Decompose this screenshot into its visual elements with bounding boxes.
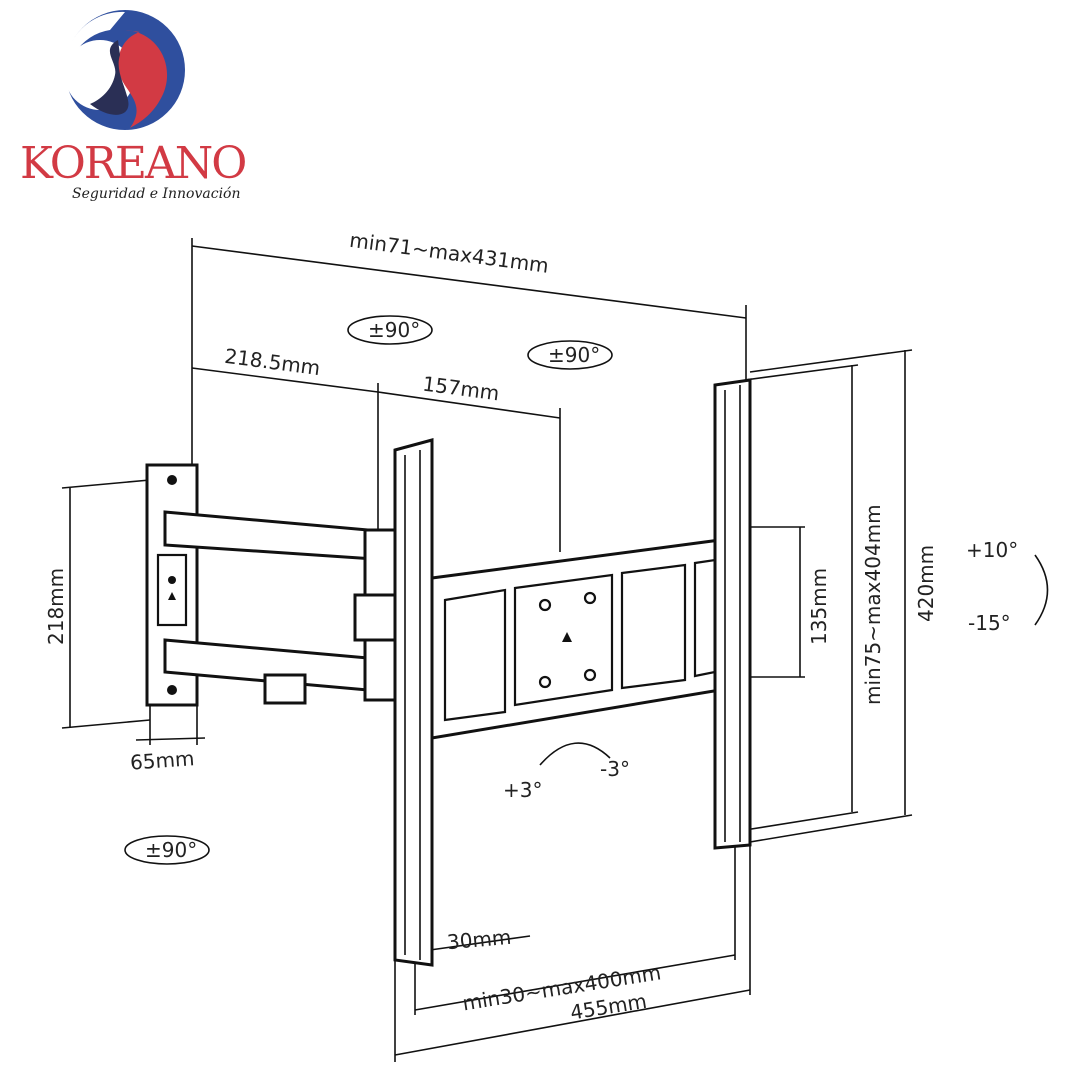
logo-swirl-red (118, 30, 168, 128)
label-profile: 30mm (446, 925, 512, 955)
label-rail-height: 420mm (914, 545, 938, 622)
label-wall-plate-width: 65mm (129, 746, 195, 774)
dimension-lines (61, 238, 913, 1062)
logo-wordmark: KOREANO (20, 138, 245, 189)
swivel-ellipse-3 (124, 835, 210, 865)
right-rail (713, 378, 752, 850)
articulating-arms (163, 510, 397, 705)
logo-tagline: Seguridad e Innovación (72, 186, 241, 202)
level-arrow-icon (539, 742, 611, 766)
brand-logo: KOREANO Seguridad e Innovación (20, 10, 247, 202)
tilt-arrow-icon (1034, 554, 1049, 626)
swivel-ellipse-1 (347, 315, 433, 345)
label-tilt-down: -15° (968, 611, 1011, 635)
label-plate-height: 135mm (807, 568, 831, 645)
label-level-plus: +3° (503, 778, 542, 802)
left-rail (393, 438, 434, 967)
label-swivel-1: ±90° (368, 318, 420, 342)
label-swivel-3: ±90° (145, 838, 197, 862)
logo-swirl-navy (90, 40, 129, 115)
label-tilt-up: +10° (966, 538, 1018, 562)
label-wall-plate-height: 218mm (44, 568, 68, 645)
label-level-minus: -3° (600, 757, 630, 781)
label-swivel-2: ±90° (548, 343, 600, 367)
swivel-ellipse-2 (527, 340, 613, 370)
label-vesa-vertical: min75~max404mm (861, 504, 885, 705)
tv-plate (430, 538, 722, 740)
